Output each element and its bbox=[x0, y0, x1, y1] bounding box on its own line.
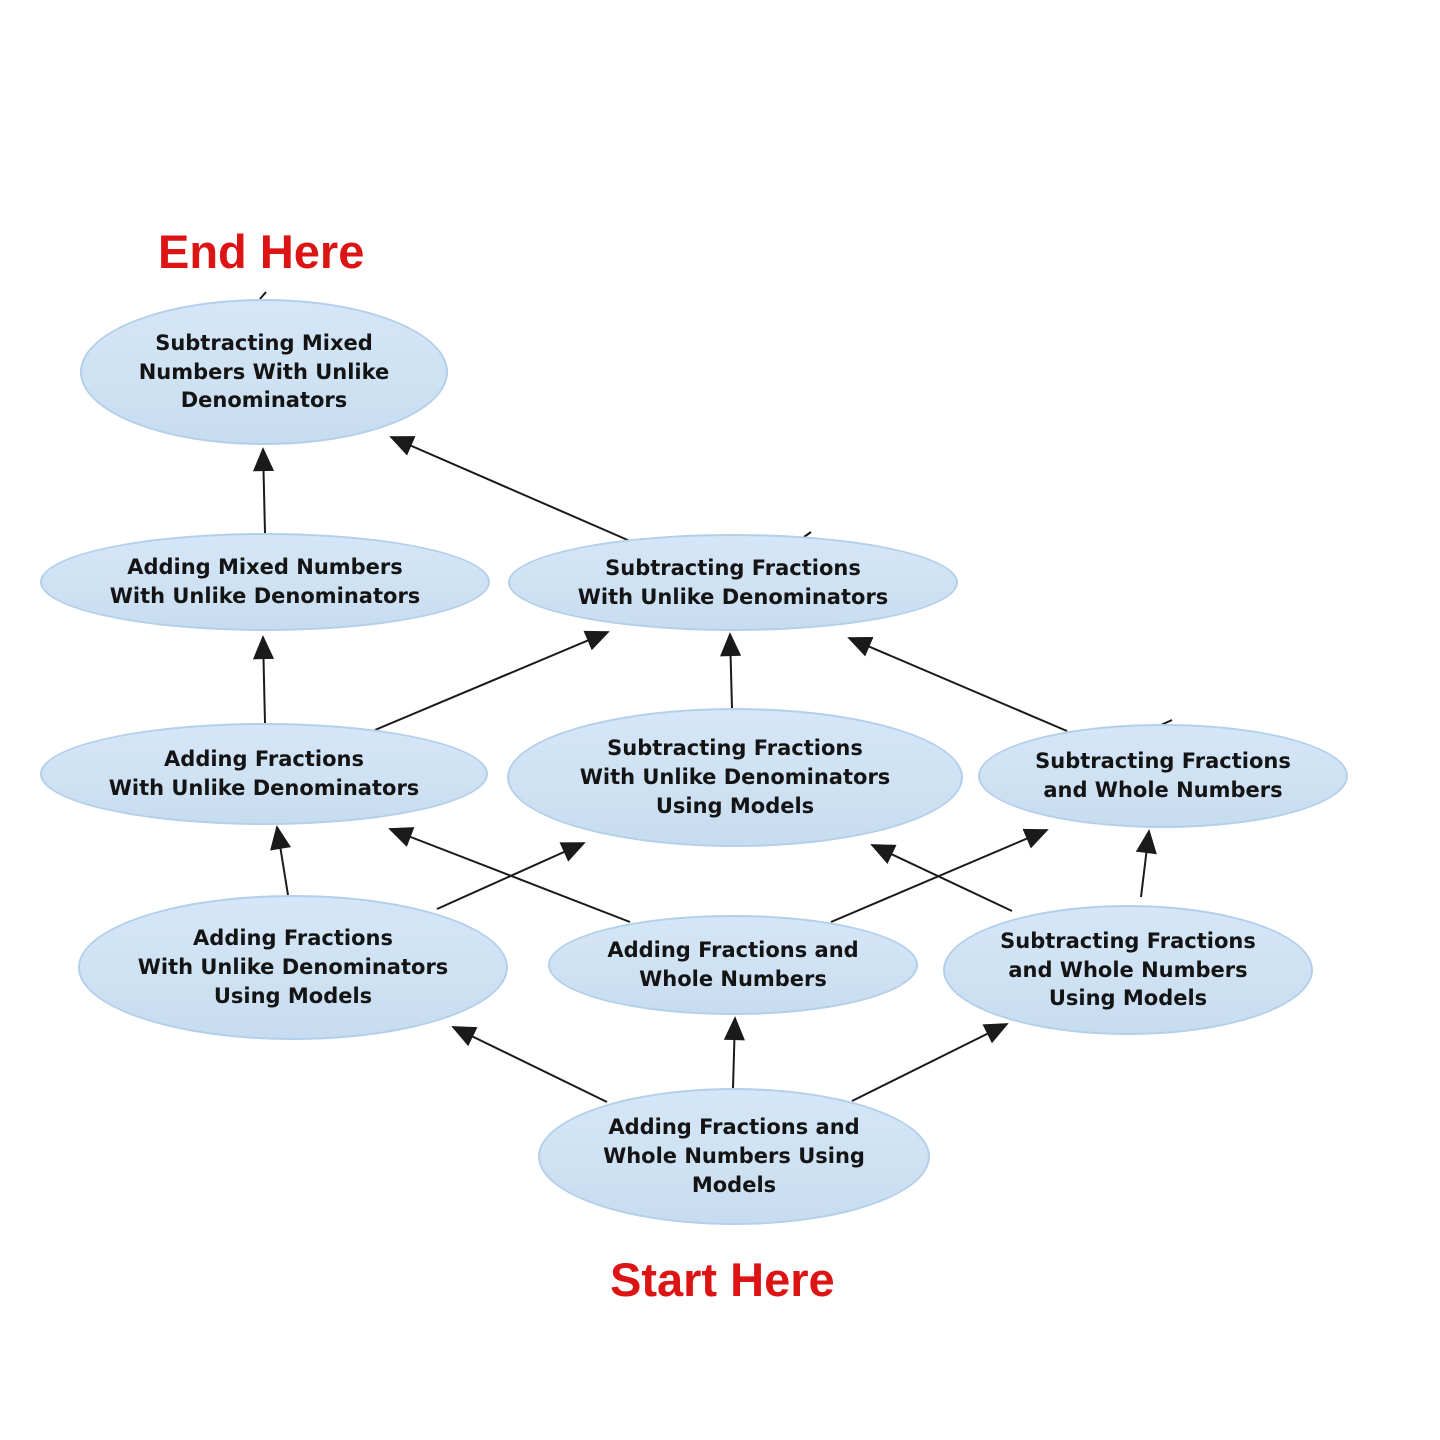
node-subtracting-fractions-wn-models: Subtracting Fractions and Whole Numbers … bbox=[943, 905, 1313, 1035]
edge-n10-to-n7 bbox=[451, 1026, 608, 1103]
edge-n10-to-n8 bbox=[723, 1016, 745, 1089]
edge-n4-to-n2 bbox=[252, 635, 275, 724]
node-label: Subtracting Fractions With Unlike Denomi… bbox=[579, 736, 891, 818]
edge-n4-to-n3 bbox=[374, 630, 610, 731]
node-label: Subtracting Mixed Numbers With Unlike De… bbox=[138, 330, 390, 413]
node-adding-mixed-numbers: Adding Mixed Numbers With Unlike Denomin… bbox=[40, 533, 490, 631]
start-here-label: Start Here bbox=[610, 1253, 835, 1306]
node-label: Adding Fractions With Unlike Denominator… bbox=[137, 926, 449, 1008]
node-adding-fractions-unlike-denominators: Adding Fractions With Unlike Denominator… bbox=[40, 723, 488, 825]
edge-n9-to-n5 bbox=[870, 844, 1013, 912]
node-label: Adding Fractions and Whole Numbers bbox=[607, 938, 859, 991]
edge-n10-to-n9 bbox=[851, 1023, 1009, 1102]
node-adding-fractions-whole-numbers: Adding Fractions and Whole Numbers bbox=[548, 915, 918, 1015]
node-subtracting-fractions-unlike-denominators: Subtracting Fractions With Unlike Denomi… bbox=[508, 534, 958, 631]
node-adding-fractions-ud-models: Adding Fractions With Unlike Denominator… bbox=[78, 895, 508, 1040]
node-label: Subtracting Fractions and Whole Numbers … bbox=[1000, 928, 1256, 1011]
node-label: Adding Mixed Numbers With Unlike Denomin… bbox=[109, 555, 421, 608]
node-subtracting-mixed-numbers: Subtracting Mixed Numbers With Unlike De… bbox=[80, 299, 448, 445]
edge-n6-to-n3 bbox=[847, 636, 1068, 732]
edge-n9-to-n6 bbox=[1135, 829, 1157, 898]
node-subtracting-fractions-whole-numbers: Subtracting Fractions and Whole Numbers bbox=[978, 724, 1348, 828]
node-label: Subtracting Fractions With Unlike Denomi… bbox=[577, 555, 889, 609]
node-adding-fractions-wn-models: Adding Fractions and Whole Numbers Using… bbox=[538, 1088, 930, 1225]
node-subtracting-fractions-ud-models: Subtracting Fractions With Unlike Denomi… bbox=[507, 708, 963, 847]
edge-n8-to-n4 bbox=[388, 827, 631, 923]
node-label: Adding Fractions With Unlike Denominator… bbox=[108, 747, 420, 800]
tick-artifact bbox=[259, 291, 267, 300]
node-label: Adding Fractions and Whole Numbers Using… bbox=[603, 1115, 865, 1197]
edge-n7-to-n4 bbox=[270, 825, 291, 896]
node-label: Subtracting Fractions and Whole Numbers bbox=[1035, 749, 1291, 802]
edge-n5-to-n3 bbox=[720, 632, 742, 709]
end-here-label: End Here bbox=[158, 225, 365, 278]
edge-n3-to-n1 bbox=[389, 436, 631, 542]
edge-n2-to-n1 bbox=[252, 447, 275, 534]
